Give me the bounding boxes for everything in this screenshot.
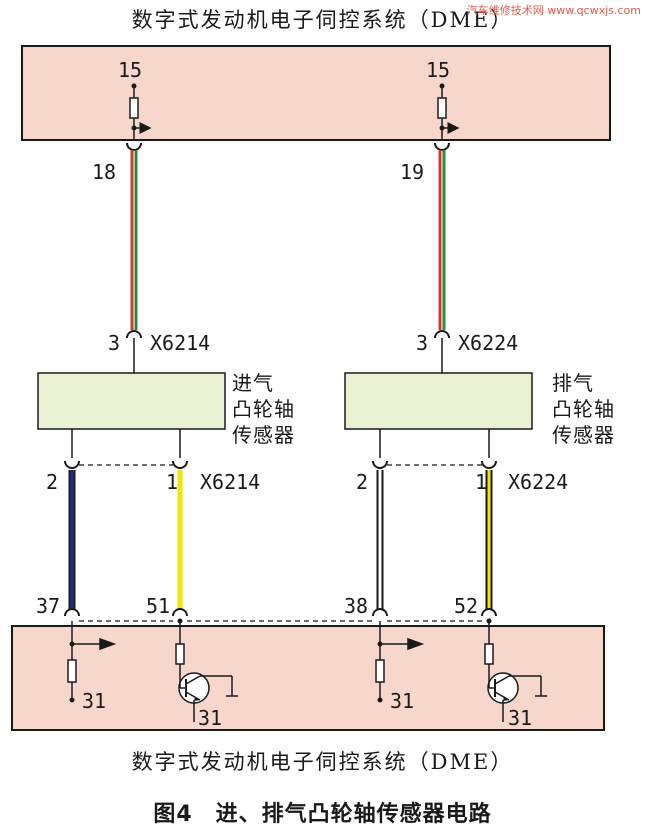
x6224-pin2-label: 2 [356, 470, 369, 494]
x6214-pin3-label: 3 [108, 331, 121, 355]
x6214-name-label: X6214 [150, 331, 211, 355]
pin-52-connector [481, 608, 497, 617]
watermark: 汽车维修技术网 www.qcwxjs.com [466, 4, 641, 17]
x6214-pin3-connector [126, 330, 142, 339]
x6224-lower-name: X6224 [508, 470, 569, 494]
dme-top-box [21, 45, 611, 141]
pin-18-connector [126, 142, 142, 151]
pin-19-label: 19 [400, 160, 425, 184]
pin-19-connector [434, 142, 450, 151]
pin-37-label: 37 [36, 594, 61, 618]
ground-31-a: 31 [82, 689, 107, 713]
x6224-name-label: X6224 [458, 331, 519, 355]
wire-18-red-green [130, 150, 138, 330]
terminal-15-right: 15 [426, 58, 451, 82]
x6224-pin3-label: 3 [416, 331, 429, 355]
dme-transistor-51 [175, 621, 238, 722]
x6214-pin2-label: 2 [46, 470, 59, 494]
dme-input-38 [375, 621, 425, 700]
exhaust-sensor-box [344, 372, 533, 430]
x6224-pin3-connector [434, 330, 450, 339]
ground-31-c: 31 [390, 689, 415, 713]
pin-38-label: 38 [344, 594, 369, 618]
intake-sensor-line3: 传感器 [232, 423, 295, 447]
terminal-15-left: 15 [118, 58, 143, 82]
intake-sensor-box [37, 372, 226, 430]
x6214-lower-name: X6214 [200, 470, 261, 494]
ground-31-b: 31 [198, 706, 223, 730]
wire-19-red-green [438, 150, 446, 330]
dme-bottom-title: 数字式发动机电子伺控系统（DME） [131, 750, 514, 774]
pin-51-label: 51 [146, 594, 171, 618]
exhaust-sensor-line3: 传感器 [552, 423, 615, 447]
intake-sensor-line1: 进气 [232, 371, 274, 395]
dme-input-37 [67, 621, 117, 700]
pin-38-connector [372, 608, 388, 617]
x6214-pin2-connector [64, 460, 80, 469]
pin-18-label: 18 [92, 160, 117, 184]
intake-sensor-label: 进气 凸轮轴 传感器 [232, 370, 295, 448]
x6214-pin1-label: 1 [166, 470, 179, 494]
x6224-pin1-label: 1 [475, 470, 488, 494]
intake-sensor-line2: 凸轮轴 [232, 397, 295, 421]
exhaust-sensor-line1: 排气 [552, 371, 594, 395]
pin-51-connector [172, 608, 188, 617]
figure-caption: 图4 进、排气凸轮轴传感器电路 [153, 802, 492, 827]
ground-31-d: 31 [508, 706, 533, 730]
dme-top-title: 数字式发动机电子伺控系统（DME） [131, 8, 514, 32]
exhaust-sensor-label: 排气 凸轮轴 传感器 [552, 370, 615, 448]
exhaust-sensor-line2: 凸轮轴 [552, 397, 615, 421]
x6214-pin1-connector [172, 460, 188, 469]
pin-37-connector [64, 608, 80, 617]
x6224-pin2-connector [372, 460, 388, 469]
pin-52-label: 52 [454, 594, 479, 618]
x6224-pin1-connector [481, 460, 497, 469]
dme-transistor-52 [484, 621, 547, 722]
